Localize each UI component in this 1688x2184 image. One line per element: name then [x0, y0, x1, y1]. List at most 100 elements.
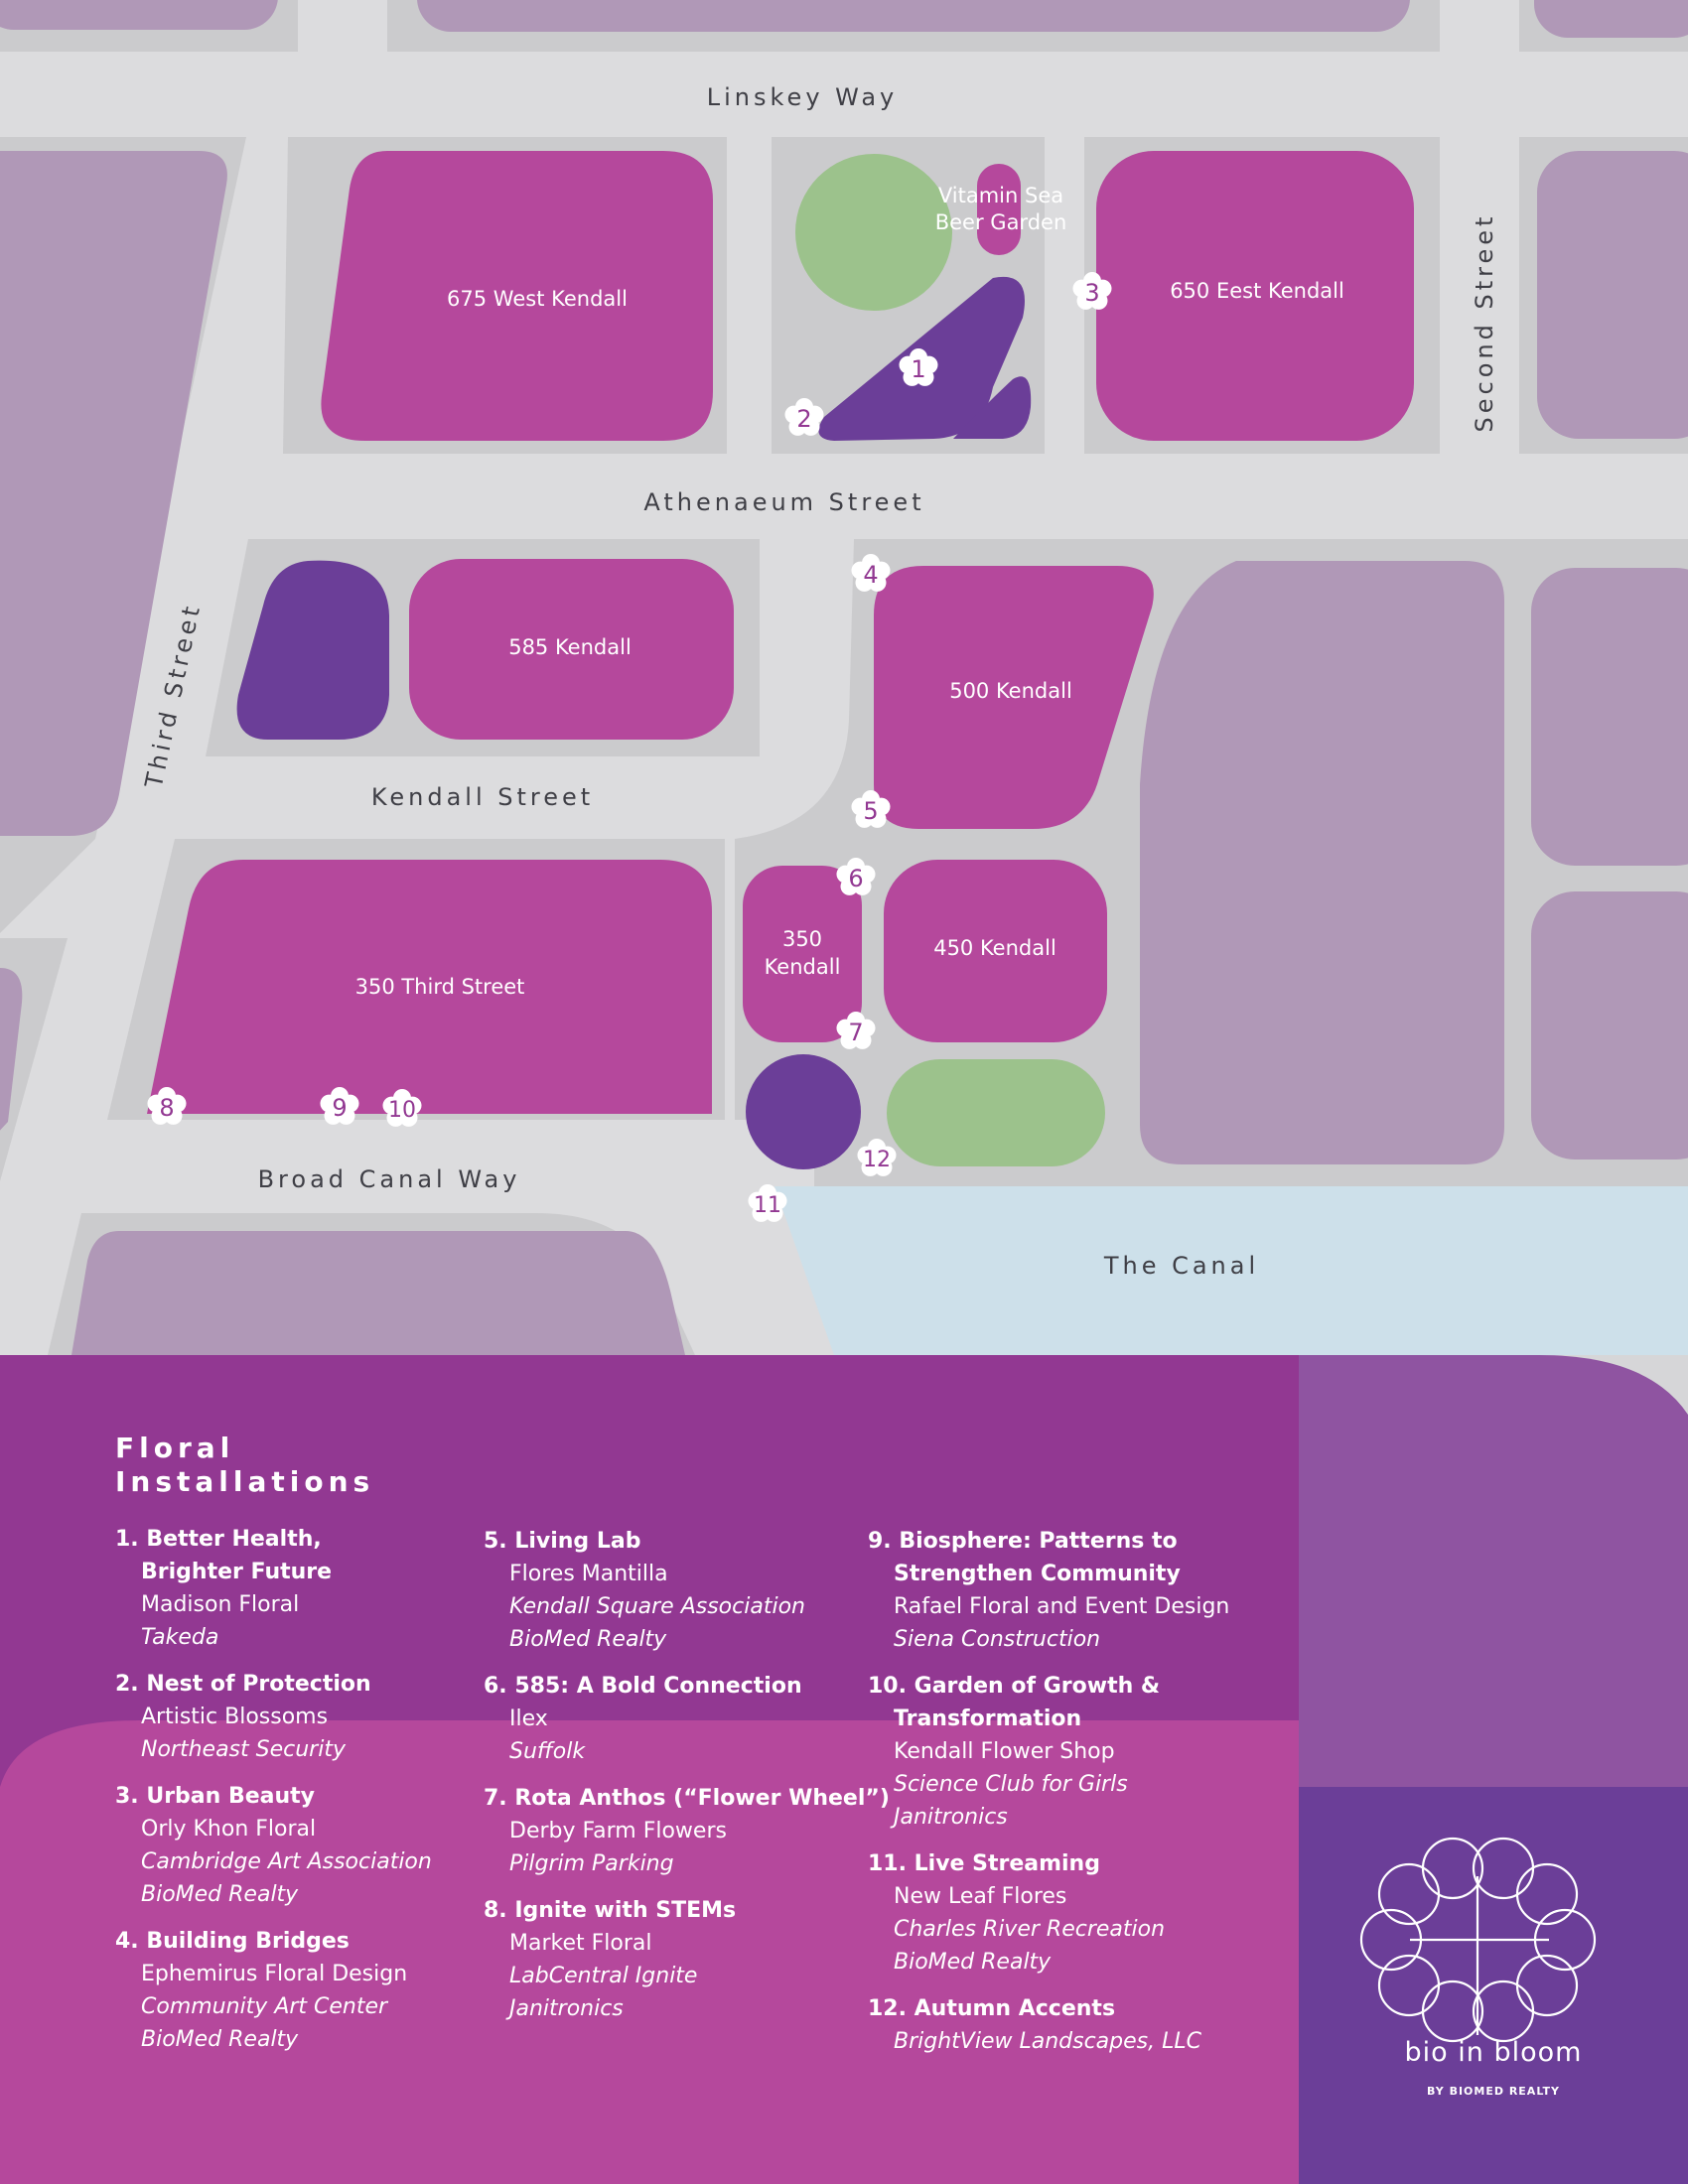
- legend-sponsor: BrightView Landscapes, LLC: [894, 2029, 1201, 2054]
- legend-entry-title: 4. Building Bridges: [115, 1929, 350, 1954]
- plaza-leaf-small: [953, 376, 1032, 439]
- street-athenaeum: Athenaeum Street: [643, 488, 924, 516]
- legend-sponsor: Pilgrim Parking: [509, 1851, 674, 1876]
- legend-florist: New Leaf Flores: [894, 1884, 1067, 1909]
- main-buildings: [147, 151, 1414, 1114]
- legend-florist: Madison Floral: [141, 1592, 300, 1617]
- label-vitamin-sea: Vitamin Sea: [938, 184, 1063, 207]
- green-lawn: [887, 1059, 1105, 1166]
- marker-10[interactable]: 10: [382, 1089, 422, 1127]
- marker-3[interactable]: 3: [1072, 272, 1112, 310]
- label-450-kendall: 450 Kendall: [933, 936, 1056, 960]
- vitamin-sea-pill: [977, 164, 1021, 255]
- legend-sponsor: Janitronics: [894, 1805, 1008, 1830]
- building-500-kendall: [874, 566, 1154, 829]
- marker-8[interactable]: 8: [147, 1087, 187, 1125]
- neighbor-building: [1531, 568, 1688, 866]
- building-350-third-street: [147, 860, 712, 1114]
- legend-sponsor: Kendall Square Association: [509, 1594, 805, 1619]
- legend-florist: Rafael Floral and Event Design: [894, 1594, 1230, 1619]
- svg-text:7: 7: [848, 1019, 863, 1046]
- legend-florist: Orly Khon Floral: [141, 1817, 317, 1842]
- building-650-east-kendall: [1096, 151, 1414, 441]
- label-585-kendall: 585 Kendall: [508, 635, 632, 659]
- site-map: Linskey Way Athenaeum Street Kendall Str…: [0, 0, 1688, 1355]
- legend-florist: Market Floral: [509, 1931, 652, 1956]
- label-350-kendall-line1: 350: [782, 927, 822, 951]
- marker-2[interactable]: 2: [784, 398, 824, 436]
- svg-text:12: 12: [863, 1148, 891, 1172]
- installation-markers: 1 2 3 4 5 6 7 8 9 10 11 12: [147, 272, 1112, 1222]
- street-broad-canal-way: Broad Canal Way: [258, 1165, 521, 1193]
- marker-6[interactable]: 6: [836, 858, 876, 895]
- svg-text:9: 9: [332, 1094, 347, 1122]
- neighbor-building: [1537, 151, 1688, 439]
- neighbor-building: [0, 968, 23, 1131]
- legend-sponsor: Community Art Center: [141, 1994, 388, 2019]
- legend-sponsor: Siena Construction: [894, 1627, 1101, 1652]
- legend-title: Floral Installations: [115, 1432, 375, 1498]
- label-350-kendall-line2: Kendall: [765, 955, 841, 979]
- marker-7[interactable]: 7: [836, 1012, 876, 1049]
- legend-florist: Ilex: [509, 1706, 548, 1731]
- street-linskey-way: Linskey Way: [707, 83, 899, 111]
- legend-entry-title: 8. Ignite with STEMs: [484, 1898, 737, 1923]
- legend-sponsor: Cambridge Art Association: [141, 1849, 432, 1874]
- marker-11[interactable]: 11: [748, 1184, 787, 1222]
- marker-1[interactable]: 1: [899, 348, 938, 386]
- brand-subtitle: BY BIOMED REALTY: [1427, 2085, 1560, 2098]
- canal-water: [774, 1186, 1688, 1355]
- label-500-kendall: 500 Kendall: [949, 679, 1072, 703]
- bio-in-bloom-logo-icon: [1359, 1837, 1597, 2043]
- street-kendall: Kendall Street: [371, 783, 594, 811]
- legend-sponsor: Charles River Recreation: [894, 1917, 1166, 1942]
- neighbor-building: [0, 0, 278, 30]
- legend-sponsor: Northeast Security: [141, 1737, 346, 1762]
- legend-entry-title: 11. Live Streaming: [868, 1851, 1100, 1876]
- marker-12[interactable]: 12: [857, 1139, 897, 1176]
- legend-sponsor: LabCentral Ignite: [509, 1964, 698, 1988]
- building-350-kendall: [743, 866, 862, 1042]
- legend-entry-title: 3. Urban Beauty: [115, 1784, 316, 1809]
- label-350-third-street: 350 Third Street: [355, 975, 525, 999]
- marker-9[interactable]: 9: [320, 1087, 359, 1125]
- legend-entry-title: 1. Better Health,: [115, 1527, 322, 1552]
- label-beer-garden: Beer Garden: [935, 210, 1067, 234]
- svg-text:1: 1: [911, 355, 925, 383]
- label-the-canal: The Canal: [1103, 1252, 1259, 1280]
- street-second: Second Street: [1471, 213, 1498, 433]
- legend-entry-title: 7. Rota Anthos (“Flower Wheel”): [484, 1786, 890, 1811]
- marker-4[interactable]: 4: [851, 554, 891, 592]
- legend-panel-light: [0, 1720, 1299, 2184]
- neighbor-building: [71, 1231, 685, 1355]
- legend-entry-title: 10. Garden of Growth &: [868, 1674, 1161, 1699]
- legend-sponsor: Science Club for Girls: [894, 1772, 1128, 1797]
- marker-5[interactable]: 5: [851, 790, 891, 828]
- svg-text:4: 4: [863, 561, 878, 589]
- brand-block: bio in bloom BY BIOMED REALTY: [1299, 1787, 1688, 2184]
- building-675-west-kendall: [321, 151, 713, 441]
- legend-entry-title: 5. Living Lab: [484, 1529, 641, 1554]
- legend-florist: Kendall Flower Shop: [894, 1739, 1115, 1764]
- neighbor-building: [1534, 0, 1688, 38]
- neighbor-building: [0, 151, 227, 836]
- building-450-kendall: [884, 860, 1107, 1042]
- svg-text:5: 5: [863, 797, 878, 825]
- label-675-west-kendall: 675 West Kendall: [447, 287, 628, 311]
- legend-entry-title-cont: Brighter Future: [141, 1560, 333, 1584]
- label-650-east-kendall: 650 Eest Kendall: [1170, 279, 1344, 303]
- legend-entry-title-cont: Transformation: [894, 1706, 1082, 1731]
- neighbor-buildings: [0, 0, 1688, 1355]
- legend-background: [0, 1355, 1688, 2184]
- building-585-kendall: [409, 559, 734, 740]
- legend-florist: Flores Mantilla: [509, 1562, 668, 1586]
